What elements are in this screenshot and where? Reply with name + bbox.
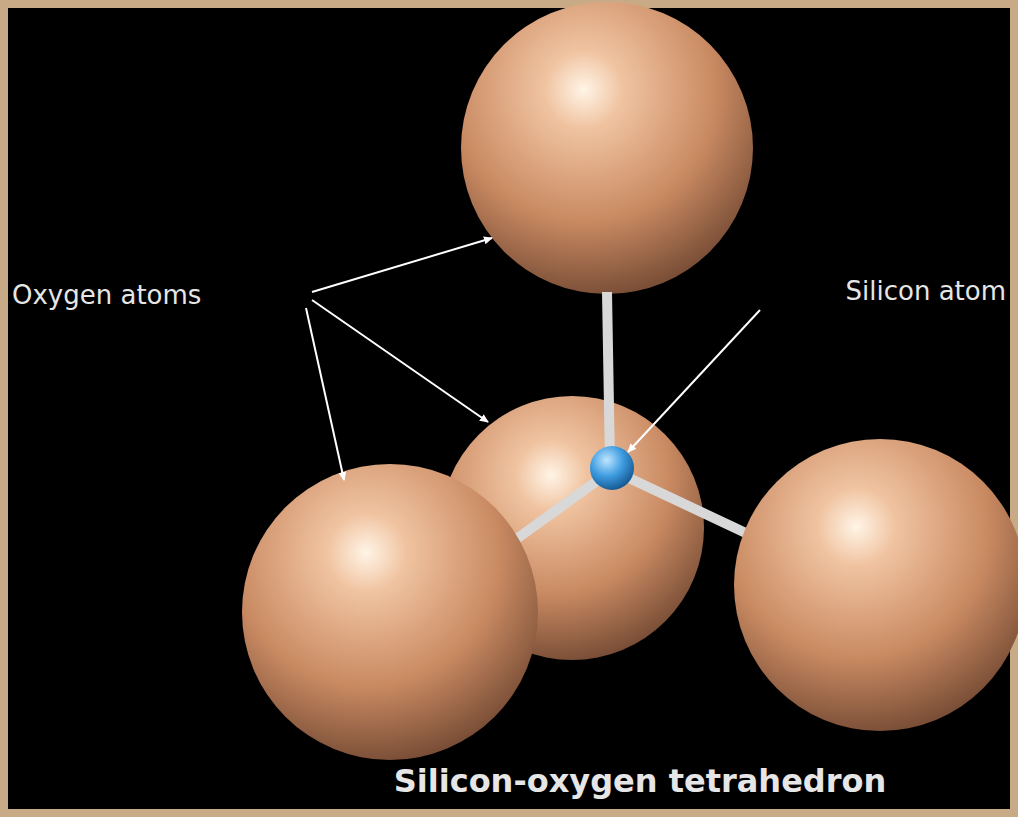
leader-arrow [312, 300, 488, 422]
bond [607, 292, 610, 465]
oxygen-atom [734, 439, 1018, 731]
oxygen-atom [242, 464, 538, 760]
callout-label: Silicon atom [846, 276, 1006, 306]
leader-arrow [306, 308, 344, 480]
callout-label: Oxygen atoms [12, 280, 201, 310]
leader-arrow [312, 238, 492, 292]
leader-arrow [628, 310, 760, 452]
oxygen-atom [461, 2, 753, 294]
bond [612, 470, 750, 535]
caption: Silicon-oxygen tetrahedron [394, 762, 887, 800]
silicon-atom [590, 446, 634, 490]
